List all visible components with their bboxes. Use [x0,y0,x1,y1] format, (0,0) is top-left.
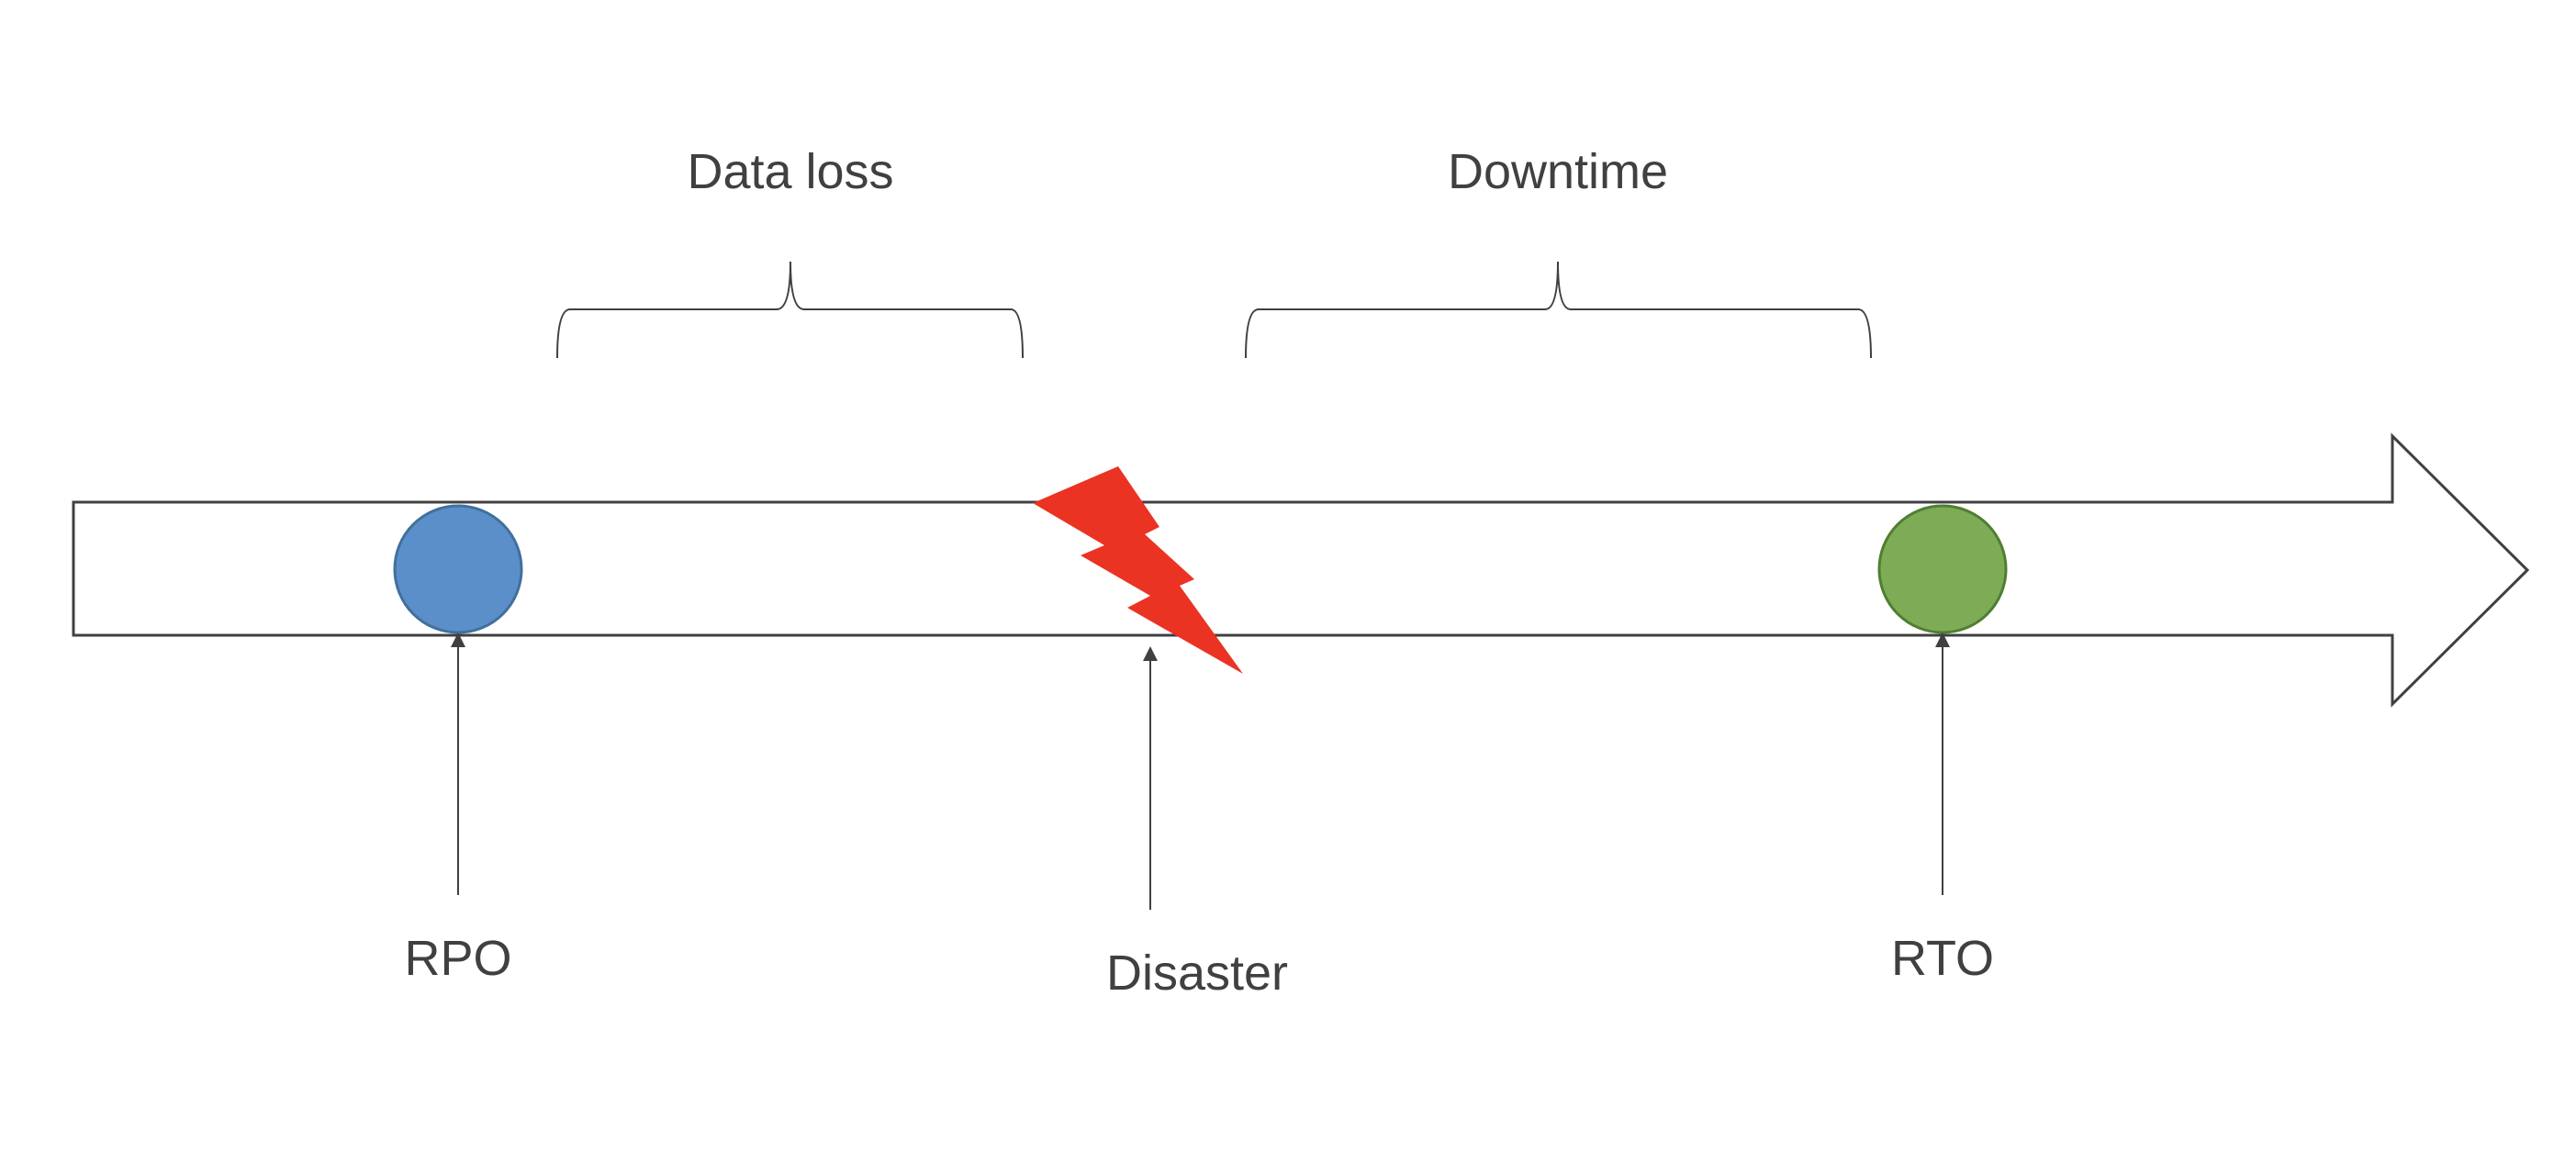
downtime-brace [1245,261,1872,359]
downtime-label: Downtime [1447,144,1669,199]
data-loss-label: Data loss [687,144,894,199]
data-loss-brace [556,261,1024,359]
rto-label: RTO [1890,931,1995,986]
rpo-label: RPO [404,931,512,986]
rto-marker-circle [1877,504,2008,634]
rpo-marker-circle [393,504,523,634]
disaster-label: Disaster [1105,946,1289,1001]
lightning-bolt-icon [1033,466,1243,674]
